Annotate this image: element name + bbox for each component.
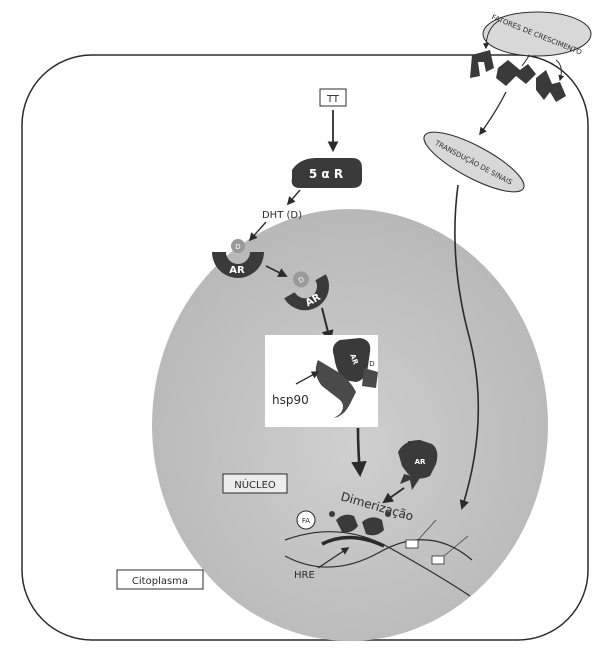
five-alpha-reductase: 5 α R (292, 158, 362, 188)
ligand-d-label-1: D (235, 243, 240, 251)
ar-label-1: AR (229, 265, 245, 276)
citoplasma-box: Citoplasma (117, 570, 203, 589)
hsp90-label: hsp90 (272, 393, 309, 407)
ligand-d-label-3: D (369, 360, 374, 368)
citoplasma-label: Citoplasma (132, 576, 188, 587)
cofactor-square-2 (432, 556, 444, 564)
nucleo-label: NÚCLEO (234, 478, 276, 491)
nucleo-box: NÚCLEO (223, 474, 287, 493)
ar-label-4: AR (415, 458, 426, 466)
fa-factor: FA (297, 511, 315, 529)
ligand-d-label-4: D (407, 440, 412, 448)
five-alpha-r-label: 5 α R (309, 167, 343, 181)
tt-label: TT (326, 94, 340, 105)
fa-label: FA (302, 517, 310, 525)
dht-label: DHT (D) (262, 210, 302, 221)
tt-box: TT (320, 89, 346, 106)
cofactor-square-1 (406, 540, 418, 548)
hre-label: HRE (294, 570, 315, 581)
